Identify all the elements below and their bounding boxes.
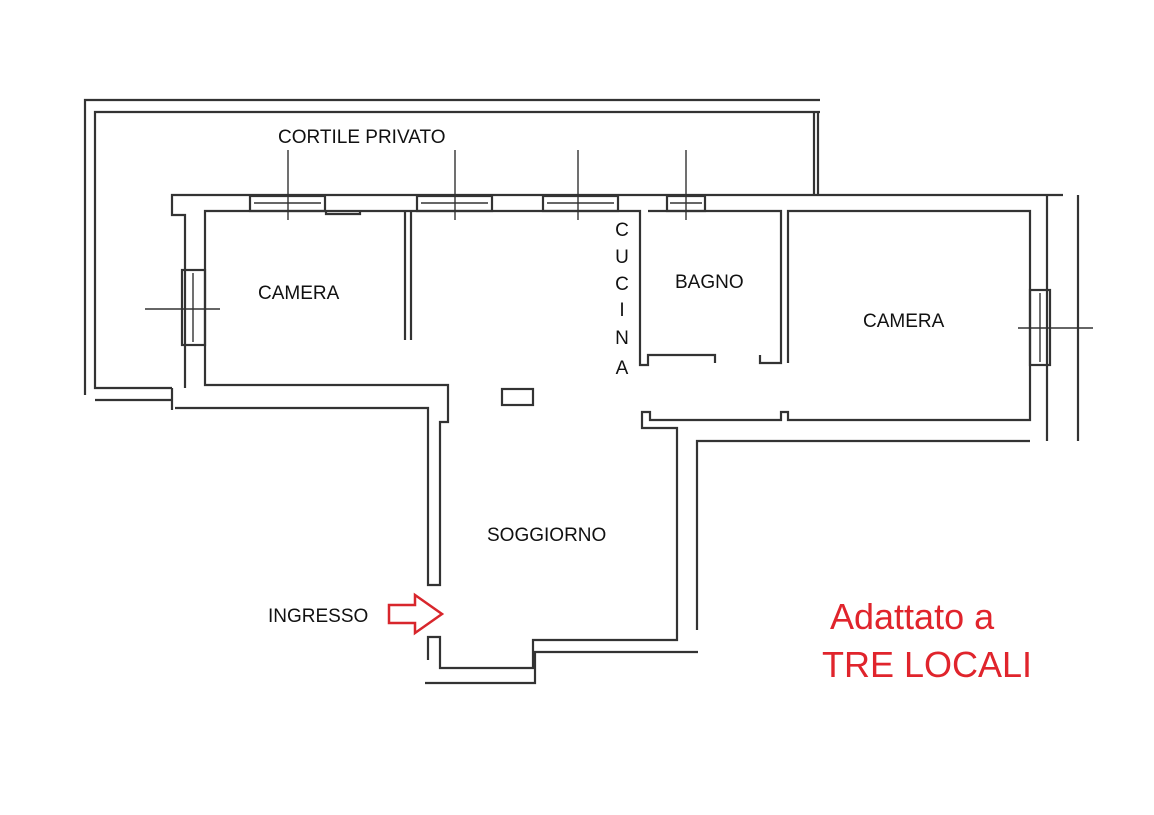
room-label-kitchen: C U C I N A [615, 220, 629, 379]
note-line-2: TRE LOCALI [822, 644, 1032, 685]
entrance-arrow-icon [387, 592, 445, 636]
room-label-camera-right: CAMERA [863, 311, 945, 332]
courtyard-label: CORTILE PRIVATO [278, 127, 446, 148]
svg-text:I: I [619, 300, 624, 321]
svg-text:N: N [615, 328, 629, 349]
note-line-1: Adattato a [830, 596, 995, 637]
windows [145, 150, 1093, 367]
svg-text:C: C [615, 274, 629, 295]
svg-text:C: C [615, 220, 629, 241]
room-label-living: SOGGIORNO [487, 525, 606, 546]
svg-text:A: A [616, 358, 629, 379]
room-label-bathroom: BAGNO [675, 272, 744, 293]
room-label-camera-left: CAMERA [258, 283, 340, 304]
entrance-label: INGRESSO [268, 606, 368, 627]
svg-text:U: U [615, 247, 629, 268]
courtyard-boundary [83, 98, 820, 410]
